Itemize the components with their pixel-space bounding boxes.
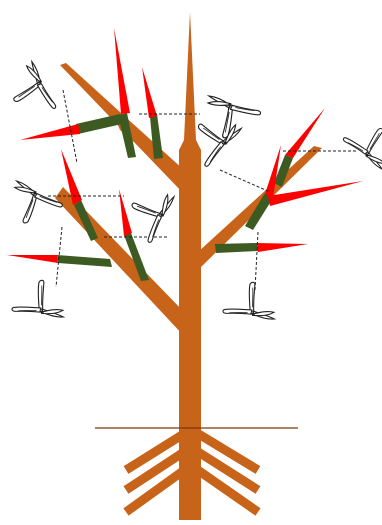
pruning-shears-icon <box>7 278 66 337</box>
red-shoot-upper-left-vertical <box>114 28 130 114</box>
green-shoot-upper-left-horizontal <box>76 114 122 134</box>
red-shoot-upper-middle <box>142 67 157 118</box>
pruning-shears-icon <box>11 60 69 117</box>
pruning-shears-icon <box>206 81 265 139</box>
pruning-shears-icon <box>343 129 382 170</box>
red-shoot-lower-left-horizontal <box>7 255 58 263</box>
green-shoot-lower-left-horizontal <box>57 255 112 267</box>
red-shoot-right-horizontal <box>257 243 308 252</box>
cut-line-right-diagonal <box>220 170 270 192</box>
last-year-growth <box>57 113 293 281</box>
cut-line-right-lower <box>255 232 258 290</box>
pruning-shears-icon <box>195 122 241 169</box>
pruning-shears-icon <box>218 280 277 339</box>
green-shoot-right-horizontal <box>215 243 258 253</box>
trunk <box>179 12 201 520</box>
